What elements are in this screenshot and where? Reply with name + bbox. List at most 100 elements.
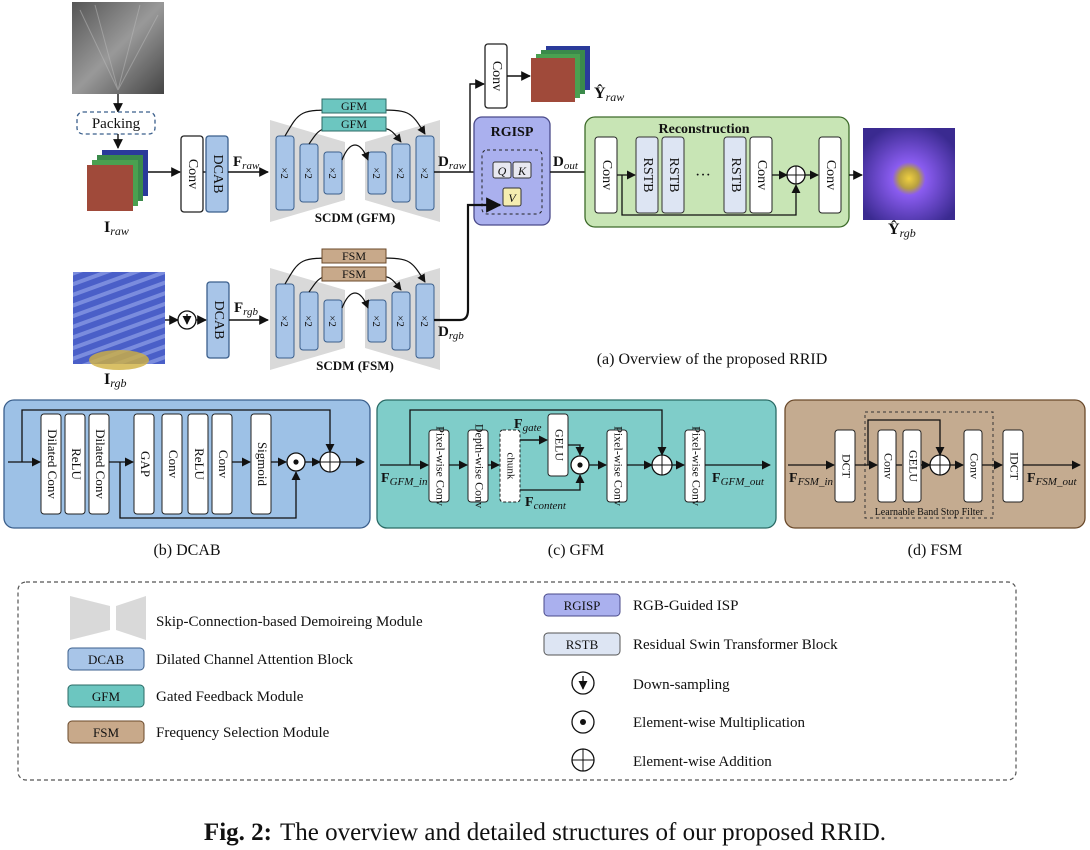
legend-mul: Element-wise Multiplication [633,715,806,731]
i-rgb-label: Irgb [104,371,126,390]
legend-panel: Skip-Connection-based Demoireing Module … [17,581,1017,781]
fsm-x2-6: ×2 [418,315,430,327]
raw-conv-block [180,135,204,213]
y-rgb-label: Ŷrgb [888,219,916,240]
rstb-2: RSTB [666,157,681,192]
gfm-dw: Depth-wise Conv [472,424,486,508]
fsm-caption: (d) FSM [908,542,963,559]
raw-moire-image [72,2,164,94]
recon-conv-3: Conv [823,160,838,190]
legend-rgisp-swatch [543,593,621,617]
legend-dcab-swatch [67,647,145,671]
gfm-x2-1: ×2 [278,167,290,179]
legend-rgisp-tag: RGISP [564,598,601,613]
legend-down: Down-sampling [633,677,730,693]
fsm-tag-1: FSM [342,249,366,263]
q-label: Q [498,164,507,178]
f-rgb-label: Frgb [234,300,259,318]
legend-rstb: Residual Swin Transformer Block [633,637,838,653]
legend-gfm-tag: GFM [92,689,121,704]
d-rgb-label: Drgb [438,324,464,342]
gfm-gelu: GELU [552,429,566,461]
gfm-tag-2: GFM [341,117,367,131]
recon-conv-2: Conv [754,160,769,190]
legend-rgisp: RGB-Guided ISP [633,598,738,614]
rgisp-label: RGISP [491,125,534,140]
gfm-gate-label: Fgate [514,417,542,434]
dcab-block-4: GAP [138,451,153,477]
gfm-pw3: Pixel-wise Conv [689,426,703,506]
gfm-tag-1: GFM [341,99,367,113]
gfm-x2-3: ×2 [326,167,338,179]
rstb-dots: ··· [695,167,711,184]
fsm-gelu: GELU [906,450,920,482]
d-out-label: Dout [553,154,579,172]
gfm-x2-6: ×2 [418,167,430,179]
y-rgb-image [863,128,955,220]
overview-caption: (a) Overview of the proposed RRID [597,351,828,368]
rstb-1: RSTB [640,157,655,192]
yraw-conv-label: Conv [489,61,504,91]
dcab-block-7: Conv [216,450,231,479]
rstb-3: RSTB [728,157,743,192]
gfm-x2-4: ×2 [370,167,382,179]
dcab-block-2: ReLU [69,448,84,480]
dcab-block-1: Dilated Conv [45,429,60,499]
dcab-block-8: Sigmoid [255,442,270,487]
dcab-panel: Dilated Conv ReLU Dilated Conv GAP Conv … [3,399,371,559]
gfm-pw2: Pixel-wise Conv [611,426,625,506]
gfm-out-label: FGFM_out [712,471,765,488]
fsm-x2-5: ×2 [394,315,406,327]
gfm-chunk: chunk [504,453,516,480]
dcab-caption: (b) DCAB [153,542,220,559]
fsm-x2-3: ×2 [326,315,338,327]
figure-caption: Fig. 2:The overview and detailed structu… [204,819,886,846]
overview-panel: Packing Iraw Conv DCAB Fraw ×2 [72,2,955,390]
fsm-x2-4: ×2 [370,315,382,327]
gfm-in-label: FGFM_in [381,471,428,488]
fsm-conv1: Conv [881,453,895,479]
i-raw-label: Iraw [104,219,129,238]
scdm-fsm-label: SCDM (FSM) [316,358,394,373]
legend-fsm: Frequency Selection Module [156,725,330,741]
raw-conv-label: Conv [185,159,200,189]
fsm-panel: FFSM_in DCT Conv GELU Conv IDCT FFSM_out… [784,399,1086,559]
f-raw-label: Fraw [233,154,260,172]
y-raw-label: Ŷraw [594,83,624,104]
dcab-block-6: ReLU [192,448,207,480]
fsm-in-label: FFSM_in [789,471,834,488]
fsm-idct: IDCT [1007,452,1021,481]
gfm-x2-2: ×2 [302,167,314,179]
y-raw-stack [531,46,590,102]
dcab-block-5: Conv [166,450,181,479]
legend-rstb-tag: RSTB [566,637,599,652]
gfm-caption: (c) GFM [548,542,604,559]
packing-box [76,111,156,135]
scdm-gfm-module: ×2 ×2 ×2 ×2 ×2 ×2 GFM GFM SCDM (GFM) [270,98,440,225]
fsm-tag-2: FSM [342,267,366,281]
dcab-block-3: Dilated Conv [93,429,108,499]
fsm-x2-2: ×2 [302,315,314,327]
legend-scdm: Skip-Connection-based Demoireing Module [156,614,423,630]
recon-conv-1: Conv [599,160,614,190]
gfm-panel: FGFM_in Pixel-wise Conv Depth-wise Conv … [376,399,777,559]
gfm-content-label: Fcontent [525,495,567,512]
fsm-x2-1: ×2 [278,315,290,327]
rgb-input-image [73,272,165,364]
fsm-out-label: FFSM_out [1027,471,1077,488]
legend-dcab-tag: DCAB [88,652,124,667]
packed-raw-stack [87,150,148,211]
legend-dcab: Dilated Channel Attention Block [156,652,354,668]
raw-moire-texture [79,4,159,91]
fsm-filter-label: Learnable Band Stop Filter [875,507,984,518]
reconstruction-label: Reconstruction [659,122,750,137]
d-raw-label: Draw [438,154,467,172]
legend-rstb-swatch [543,632,621,656]
legend-fsm-tag: FSM [93,725,119,740]
scdm-legend-swatch [70,596,110,640]
rgb-dcab-label: DCAB [211,301,226,340]
v-label: V [508,191,517,205]
packing-label: Packing [92,116,141,132]
fsm-dct: DCT [839,454,853,479]
gfm-pw1: Pixel-wise Conv [433,426,447,506]
